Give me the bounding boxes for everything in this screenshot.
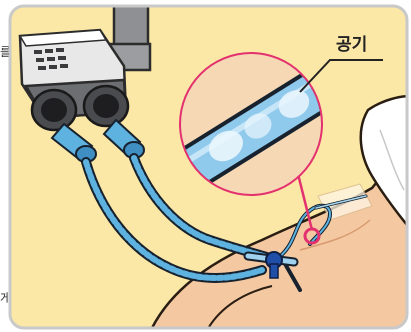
air-label: 공기 (336, 35, 367, 55)
pump-keypad (34, 48, 68, 70)
